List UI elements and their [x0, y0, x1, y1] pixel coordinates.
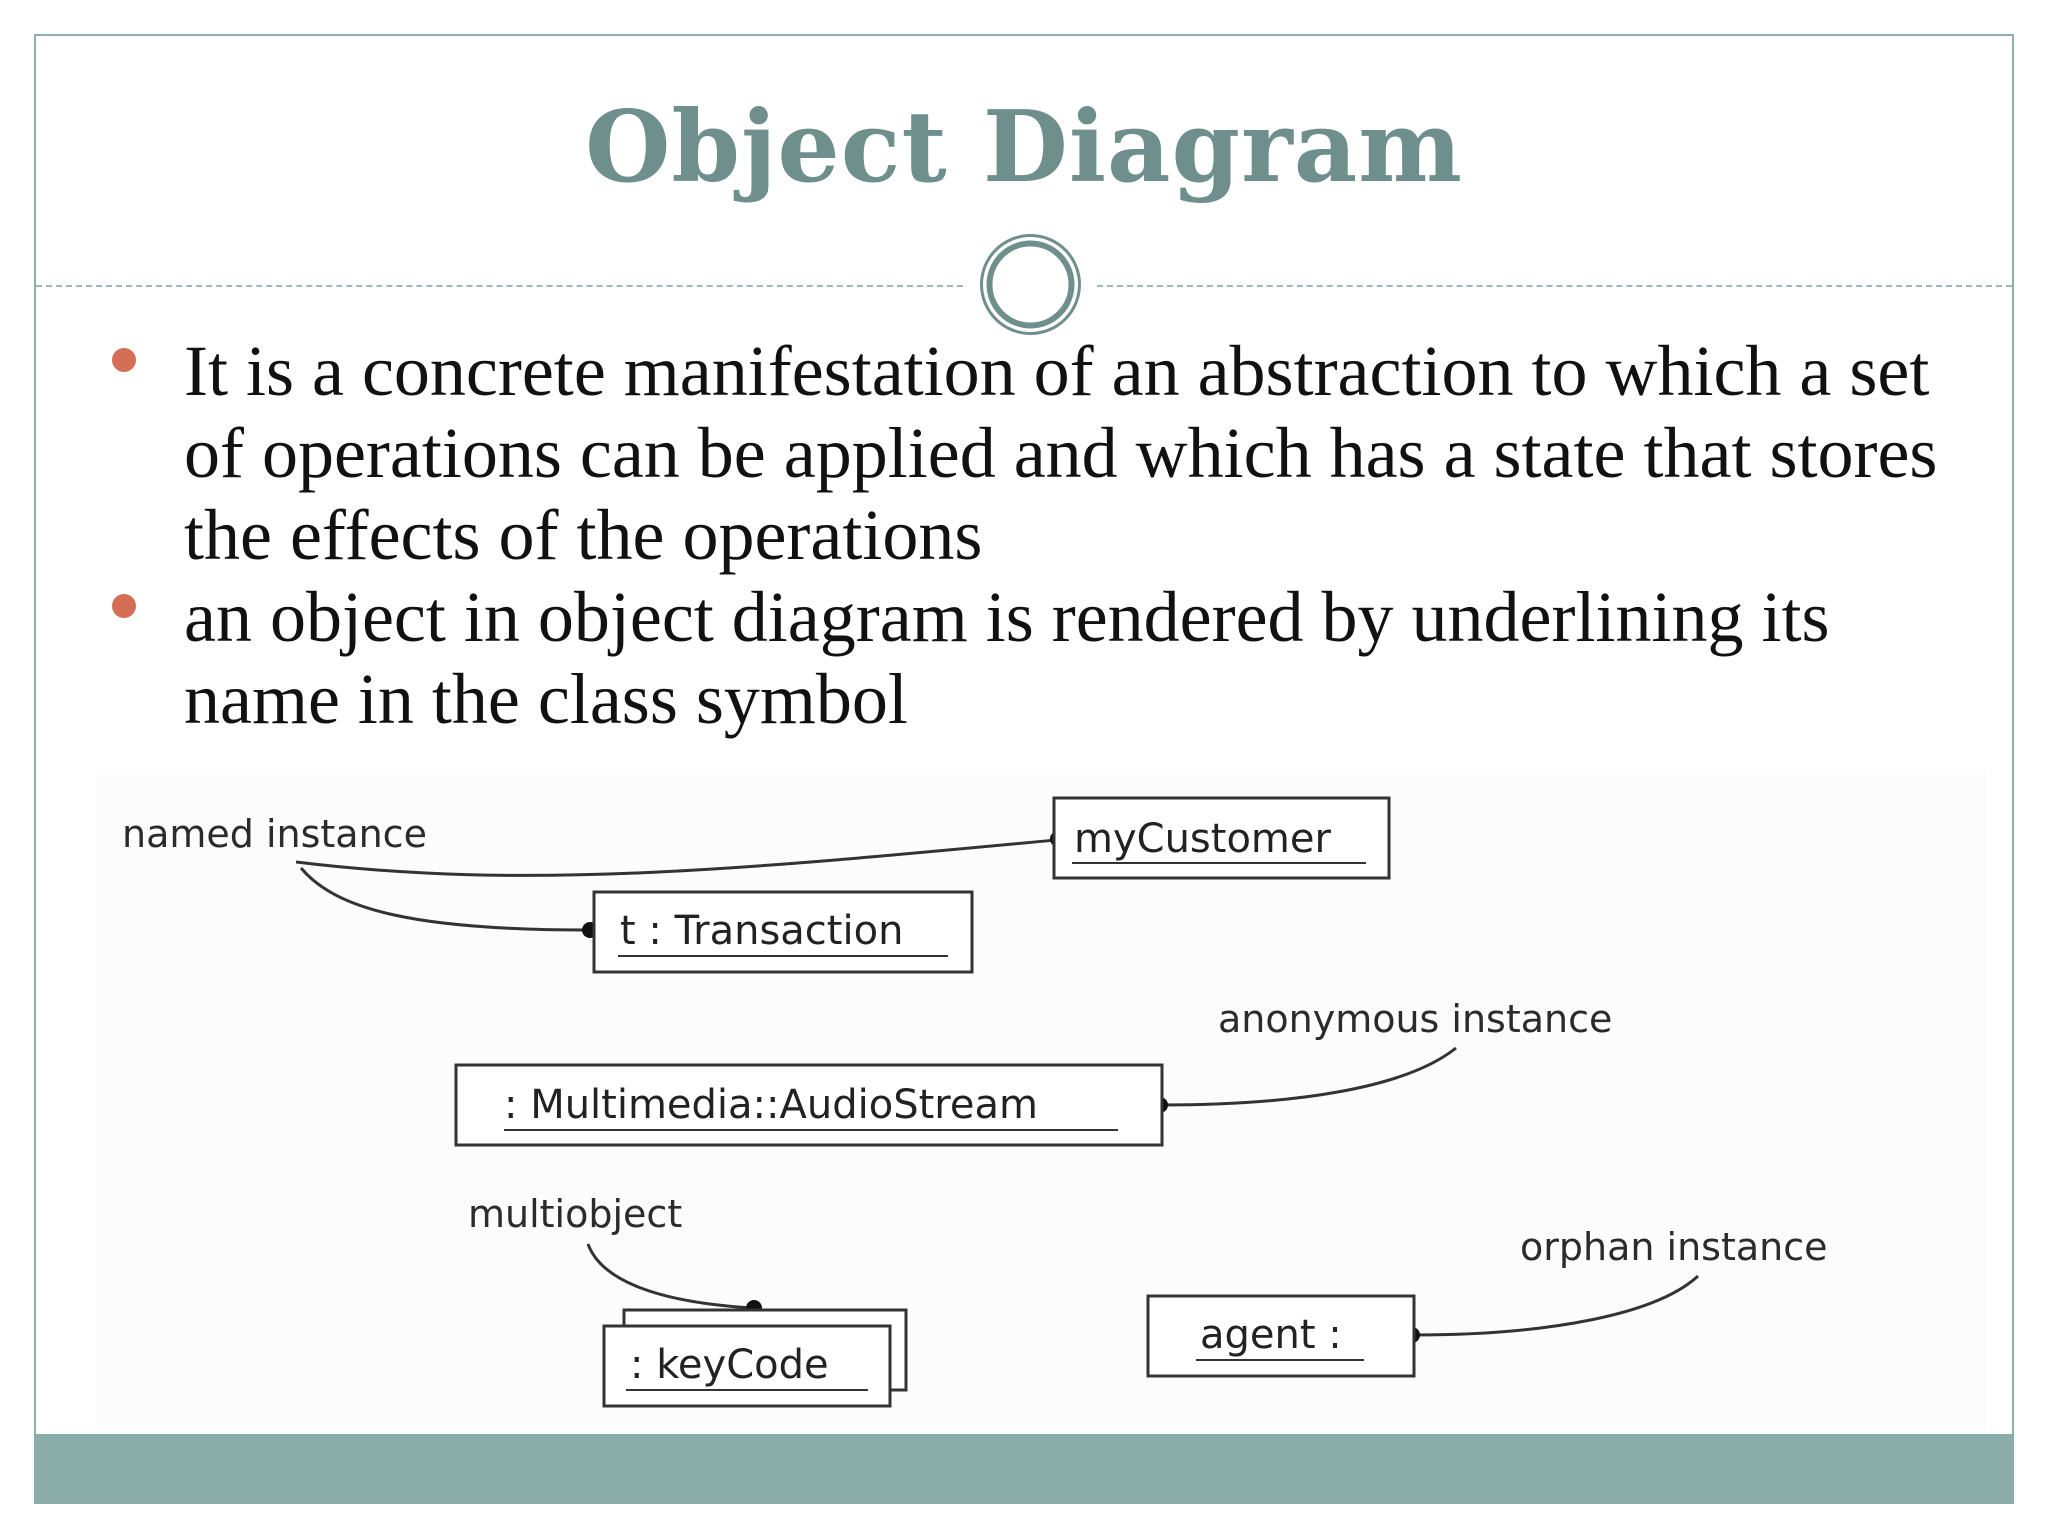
bullet-text: It is a concrete manifestation of an abs…: [184, 331, 1938, 575]
object-name-transaction: t : Transaction: [620, 908, 903, 954]
object-diagram-canvas: named instance myCustomer t : Transactio…: [122, 796, 1828, 1408]
object-name-keycode: : keyCode: [630, 1342, 829, 1388]
bullet-text: an object in object diagram is rendered …: [184, 577, 1830, 739]
connector-orphan-instance: [1413, 1274, 1700, 1337]
title-divider-right: [1097, 285, 2012, 287]
object-box-transaction: [592, 890, 974, 974]
bullet-list: It is a concrete manifestation of an abs…: [100, 330, 1960, 740]
object-diagram: named instance myCustomer t : Transactio…: [96, 770, 1986, 1430]
connector-multiobject: [586, 1243, 753, 1310]
object-box-agent: [1146, 1294, 1416, 1378]
object-name-mycustomer: myCustomer: [1074, 816, 1331, 862]
connector-named-instance-transaction: [299, 867, 589, 932]
label-anonymous-instance: anonymous instance: [1218, 997, 1612, 1041]
circle-ornament-icon: [980, 234, 1081, 335]
object-name-audiostream: : Multimedia::AudioStream: [504, 1082, 1038, 1128]
bullet-dot-icon: [112, 348, 136, 372]
title-divider-left: [36, 285, 963, 287]
slide-title: Object Diagram: [585, 90, 1463, 205]
object-name-agent: agent :: [1200, 1312, 1342, 1358]
label-multiobject: multiobject: [468, 1192, 682, 1236]
object-box-keycode: [602, 1324, 892, 1408]
footer-bar: [34, 1434, 2014, 1504]
bullet-item: an object in object diagram is rendered …: [100, 576, 1960, 740]
object-box-audiostream: [454, 1063, 1164, 1147]
label-named-instance: named instance: [122, 812, 427, 856]
bullet-item: It is a concrete manifestation of an abs…: [100, 330, 1960, 576]
connector-named-instance-mycustomer: [295, 838, 1057, 877]
bullet-dot-icon: [112, 594, 136, 618]
label-orphan-instance: orphan instance: [1520, 1225, 1828, 1269]
connector-anonymous-instance: [1161, 1046, 1457, 1107]
object-box-mycustomer: [1052, 796, 1391, 880]
